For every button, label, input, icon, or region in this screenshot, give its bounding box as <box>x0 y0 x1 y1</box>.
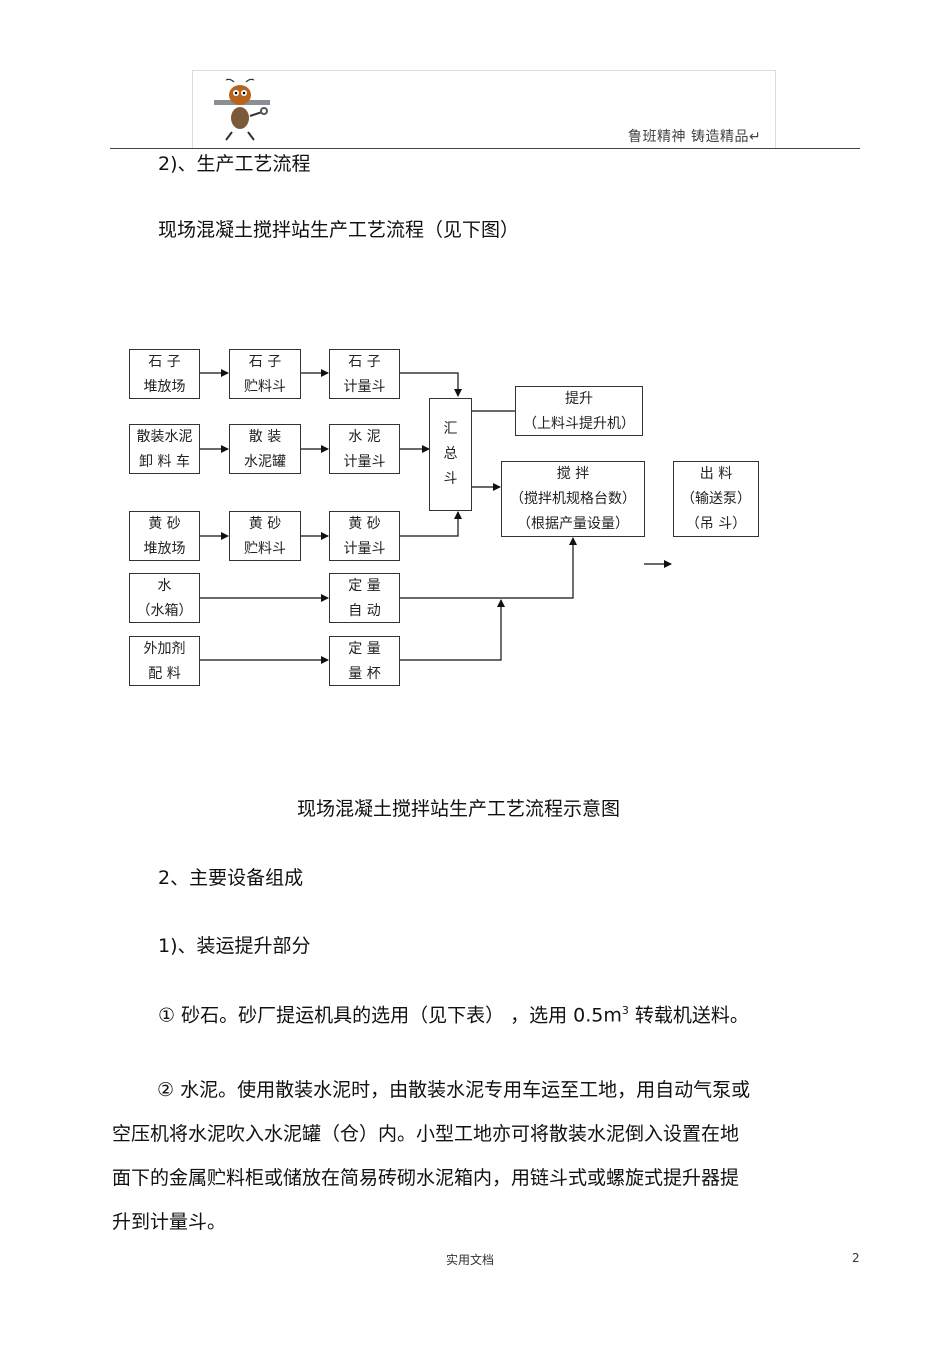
header-divider <box>110 148 860 149</box>
node-sand-meter: 黄 砂计量斗 <box>329 511 400 561</box>
node-stone-meter: 石 子计量斗 <box>329 349 400 399</box>
arrow-stone-collector <box>400 372 462 397</box>
node-cement-truck: 散装水泥卸 料 车 <box>129 424 200 474</box>
flow-arrows <box>200 369 672 664</box>
node-sand-hopper: 黄 砂贮料斗 <box>229 511 301 561</box>
item-cement-line-3: 面下的金属贮料柜或储放在简易砖砌水泥箱内，用链斗式或螺旋式提升器提 <box>112 1167 740 1189</box>
node-output: 出 料（输送泵）（吊 斗） <box>673 461 759 537</box>
item-gravel: ① 砂石。砂厂提运机具的选用（见下表） ，选用 0.5m3 转载机送料。 <box>158 1004 749 1027</box>
header-frame <box>192 70 776 148</box>
node-additive-meter: 定 量量 杯 <box>329 636 400 686</box>
node-mixer: 搅 拌（搅拌机规格台数）（根据产量设量） <box>501 461 645 537</box>
node-stone-hopper: 石 子贮料斗 <box>229 349 301 399</box>
node-cement-meter: 水 泥计量斗 <box>329 424 400 474</box>
node-additive: 外加剂配 料 <box>129 636 200 686</box>
arrow-sand-collector <box>400 511 462 537</box>
ant-mascot-logo <box>210 78 272 144</box>
node-cement-tank: 散 装水泥罐 <box>229 424 301 474</box>
item-cement-paragraph: ② 水泥。使用散装水泥时，由散装水泥专用车运至工地，用自动气泵或 空压机将水泥吹… <box>112 1068 812 1244</box>
node-sand-pile: 黄 砂堆放场 <box>129 511 200 561</box>
page-number: 2 <box>852 1251 860 1265</box>
section-intro: 现场混凝土搅拌站生产工艺流程（见下图） <box>158 219 520 241</box>
item-cement-line-1: ② 水泥。使用散装水泥时，由散装水泥专用车运至工地，用自动气泵或 <box>157 1079 751 1101</box>
node-stone-pile: 石 子堆放场 <box>129 349 200 399</box>
node-water-meter: 定 量自 动 <box>329 573 400 623</box>
arrow-water-mixer <box>400 537 577 599</box>
diagram-caption: 现场混凝土搅拌站生产工艺流程示意图 <box>297 798 621 820</box>
section-title: 2)、生产工艺流程 <box>158 153 311 175</box>
heading-loading: 1)、装运提升部分 <box>158 935 311 957</box>
item-cement-line-4: 升到计量斗。 <box>112 1211 227 1233</box>
item-cement-line-2: 空压机将水泥吹入水泥罐（仓）内。小型工地亦可将散装水泥倒入设置在地 <box>112 1123 740 1145</box>
heading-equipment: 2、主要设备组成 <box>158 867 304 889</box>
node-lift: 提升（上料斗提升机） <box>515 386 643 436</box>
node-water: 水（水箱） <box>129 573 200 623</box>
node-collector: 汇总斗 <box>429 398 472 511</box>
arrow-additive-mixer <box>400 599 505 661</box>
footer-label: 实用文档 <box>446 1253 495 1267</box>
header-motto: 鲁班精神 铸造精品↵ <box>628 129 762 145</box>
